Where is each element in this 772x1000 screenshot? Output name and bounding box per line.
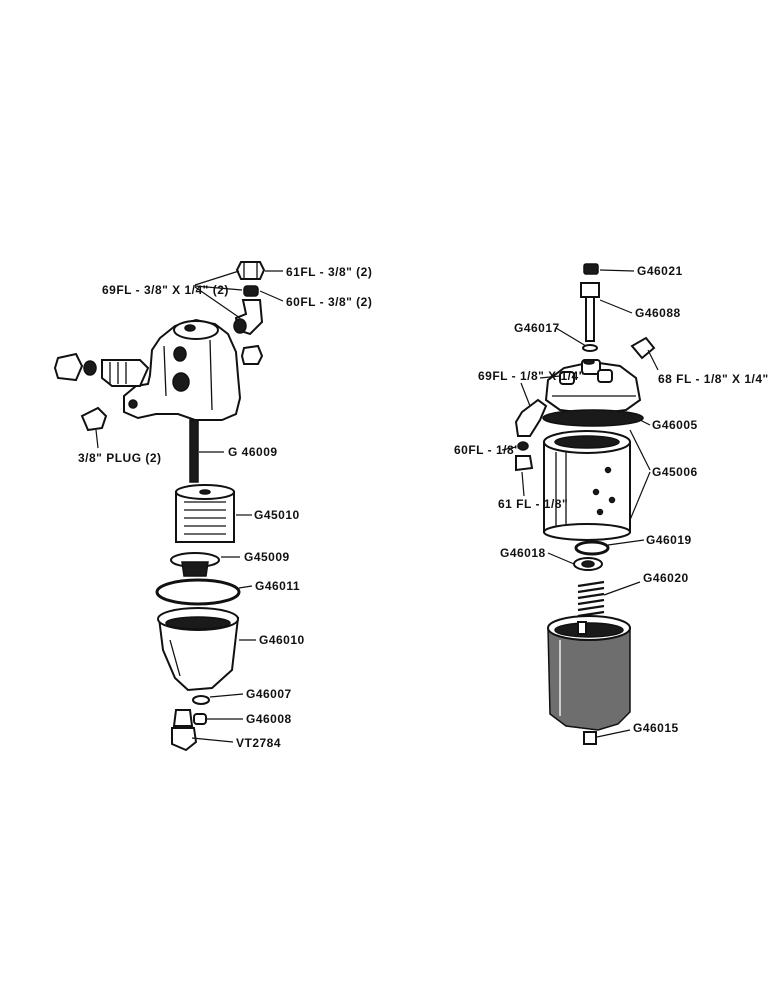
left-nut-61fl (235, 261, 266, 280)
right-sleeve-60fl (501, 441, 529, 451)
label-retainer: G46018 (500, 546, 546, 560)
left-sleeve-60fl (243, 285, 259, 297)
label-seal-right: G46019 (646, 533, 692, 547)
label-60fl-right: 60FL - 1/8" (454, 443, 520, 457)
right-retainer (547, 552, 603, 571)
left-filter-assembly (53, 261, 284, 752)
left-stud (189, 419, 224, 483)
label-head-gasket: G46005 (652, 418, 698, 432)
label-seal-left: G45009 (244, 550, 290, 564)
label-bolt: G46088 (635, 306, 681, 320)
label-washer-top: G46017 (514, 321, 560, 335)
label-element-left: G45010 (254, 508, 300, 522)
left-bowl (157, 607, 256, 692)
right-drain-plug (583, 729, 631, 745)
left-seal (170, 552, 240, 577)
left-washer (192, 693, 244, 705)
label-drain-cock: VT2784 (236, 736, 281, 750)
label-61fl-right: 61 FL - 1/8" (498, 497, 568, 511)
left-labels: 69FL - 3/8" X 1/4" (2) 61FL - 3/8" (2) 6… (78, 265, 372, 750)
label-nipple-left: G46008 (246, 712, 292, 726)
right-element (543, 429, 651, 541)
right-filter-head (539, 359, 642, 416)
label-spring: G46020 (643, 571, 689, 585)
right-nut-61fl (515, 455, 534, 497)
right-bolt-head (583, 263, 635, 275)
left-small-fitting (240, 344, 264, 365)
right-bolt (580, 282, 633, 342)
right-filter-assembly (501, 263, 659, 745)
right-washer-top (555, 327, 598, 352)
label-washer-left: G46007 (246, 687, 292, 701)
label-drain-plug: G46015 (633, 721, 679, 735)
left-gasket (155, 578, 253, 606)
left-side-nut (53, 352, 150, 387)
label-68fl-right: 68 FL - 1/8" X 1/4" (658, 372, 769, 386)
label-bowl-left: G46010 (259, 633, 305, 647)
left-elbow-fitting (233, 299, 264, 336)
right-spring (577, 580, 641, 618)
left-drain-cock (171, 727, 234, 752)
left-element (175, 484, 252, 543)
right-seal (574, 539, 645, 556)
left-nipple (172, 709, 243, 727)
label-bolt-top: G46021 (637, 264, 683, 278)
left-plug (80, 406, 108, 449)
right-shell (547, 615, 631, 731)
label-69fl-right: 69FL - 1/8" X 1/4" (478, 369, 585, 383)
label-69fl-left: 69FL - 3/8" X 1/4" (2) (102, 283, 229, 297)
right-head-gasket (542, 409, 651, 427)
label-plug: 3/8" PLUG (2) (78, 451, 162, 465)
label-stud: G 46009 (228, 445, 278, 459)
label-60fl-left: 60FL - 3/8" (2) (286, 295, 372, 309)
label-element-right: G45006 (652, 465, 698, 479)
right-fitting-68fl (630, 336, 659, 371)
right-labels: G46021 G46088 G46017 69FL - 1/8" X 1/4" … (454, 264, 769, 735)
right-elbow-69fl (514, 382, 548, 437)
label-61fl-left: 61FL - 3/8" (2) (286, 265, 372, 279)
label-gasket-left: G46011 (255, 579, 300, 593)
left-filter-head (123, 318, 242, 421)
